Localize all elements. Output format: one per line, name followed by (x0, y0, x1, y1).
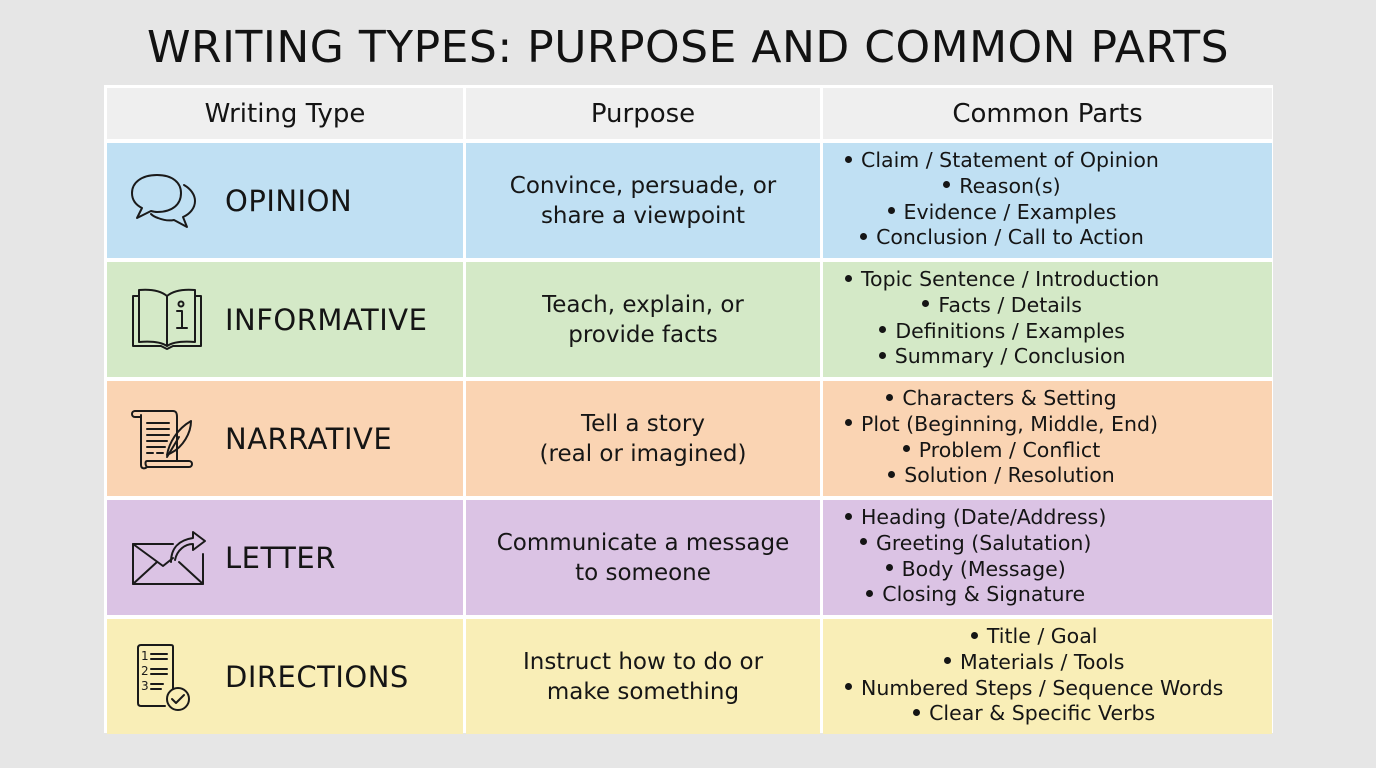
bullet-icon (878, 351, 886, 359)
writing-types-table: Writing Type Purpose Common Parts OPINIO… (104, 85, 1273, 734)
bullet-icon (943, 181, 951, 189)
parts-list: Characters & Setting Plot (Beginning, Mi… (845, 386, 1158, 489)
bullet-icon (866, 589, 874, 597)
bullet-icon (886, 393, 894, 401)
list-item: Numbered Steps / Sequence Words (845, 676, 1223, 702)
bullet-icon (845, 155, 852, 163)
bullet-icon (902, 445, 910, 453)
parts-cell-letter: Heading (Date/Address) Greeting (Salutat… (823, 500, 1272, 615)
list-item: Evidence / Examples (845, 200, 1159, 226)
purpose-cell-directions: Instruct how to do or make something (466, 619, 820, 734)
type-label: LETTER (225, 540, 336, 575)
header-purpose: Purpose (466, 88, 820, 139)
list-item: Body (Message) (845, 557, 1106, 583)
bullet-icon (845, 512, 852, 520)
purpose-cell-opinion: Convince, persuade, or share a viewpoint (466, 143, 820, 258)
purpose-cell-informative: Teach, explain, or provide facts (466, 262, 820, 377)
type-label: OPINION (225, 183, 353, 218)
bullet-icon (885, 564, 893, 572)
type-cell-letter: LETTER (107, 500, 463, 615)
type-cell-informative: INFORMATIVE (107, 262, 463, 377)
svg-text:2: 2 (141, 664, 149, 678)
parts-list: Title / Goal Materials / Tools Numbered … (845, 624, 1223, 727)
list-item: Clear & Specific Verbs (845, 701, 1223, 727)
parts-list: Claim / Statement of Opinion Reason(s) E… (845, 148, 1159, 251)
list-item: Materials / Tools (845, 650, 1223, 676)
list-item: Summary / Conclusion (845, 344, 1159, 370)
speech-bubbles-icon (127, 167, 207, 235)
header-common-parts: Common Parts (823, 88, 1272, 139)
bullet-icon (943, 657, 951, 665)
list-item: Topic Sentence / Introduction (845, 267, 1159, 293)
type-label: DIRECTIONS (225, 659, 409, 694)
list-item: Conclusion / Call to Action (845, 225, 1159, 251)
list-item: Heading (Date/Address) (845, 505, 1106, 531)
list-item: Reason(s) (845, 174, 1159, 200)
list-item: Problem / Conflict (845, 438, 1158, 464)
list-item: Greeting (Salutation) (845, 531, 1106, 557)
parts-list: Topic Sentence / Introduction Facts / De… (845, 267, 1159, 370)
parts-cell-opinion: Claim / Statement of Opinion Reason(s) E… (823, 143, 1272, 258)
svg-text:3: 3 (141, 679, 149, 693)
list-item: Closing & Signature (845, 582, 1106, 608)
bullet-icon (845, 683, 852, 691)
type-cell-directions: 1 2 3 DIRECTIONS (107, 619, 463, 734)
type-cell-narrative: NARRATIVE (107, 381, 463, 496)
bullet-icon (888, 470, 896, 478)
list-item: Characters & Setting (845, 386, 1158, 412)
bullet-icon (845, 419, 852, 427)
type-label: NARRATIVE (225, 421, 393, 456)
parts-cell-informative: Topic Sentence / Introduction Facts / De… (823, 262, 1272, 377)
bullet-icon (970, 631, 978, 639)
bullet-icon (845, 274, 852, 282)
bullet-icon (879, 326, 887, 334)
header-writing-type: Writing Type (107, 88, 463, 139)
parts-cell-narrative: Characters & Setting Plot (Beginning, Mi… (823, 381, 1272, 496)
page-title: WRITING TYPES: PURPOSE AND COMMON PARTS (146, 22, 1230, 73)
list-item: Title / Goal (845, 624, 1223, 650)
type-cell-opinion: OPINION (107, 143, 463, 258)
svg-text:1: 1 (141, 649, 149, 663)
scroll-quill-icon (127, 405, 207, 473)
bullet-icon (913, 708, 921, 716)
parts-cell-directions: Title / Goal Materials / Tools Numbered … (823, 619, 1272, 734)
bullet-icon (859, 538, 867, 546)
list-item: Definitions / Examples (845, 319, 1159, 345)
type-label: INFORMATIVE (225, 302, 428, 337)
list-item: Facts / Details (845, 293, 1159, 319)
envelope-send-icon (127, 524, 207, 592)
purpose-cell-narrative: Tell a story (real or imagined) (466, 381, 820, 496)
numbered-checklist-icon: 1 2 3 (127, 643, 207, 711)
bullet-icon (860, 232, 868, 240)
parts-list: Heading (Date/Address) Greeting (Salutat… (845, 505, 1106, 608)
open-book-info-icon (127, 286, 207, 354)
list-item: Solution / Resolution (845, 463, 1158, 489)
bullet-icon (887, 207, 895, 215)
purpose-cell-letter: Communicate a message to someone (466, 500, 820, 615)
list-item: Claim / Statement of Opinion (845, 148, 1159, 174)
bullet-icon (922, 300, 930, 308)
list-item: Plot (Beginning, Middle, End) (845, 412, 1158, 438)
